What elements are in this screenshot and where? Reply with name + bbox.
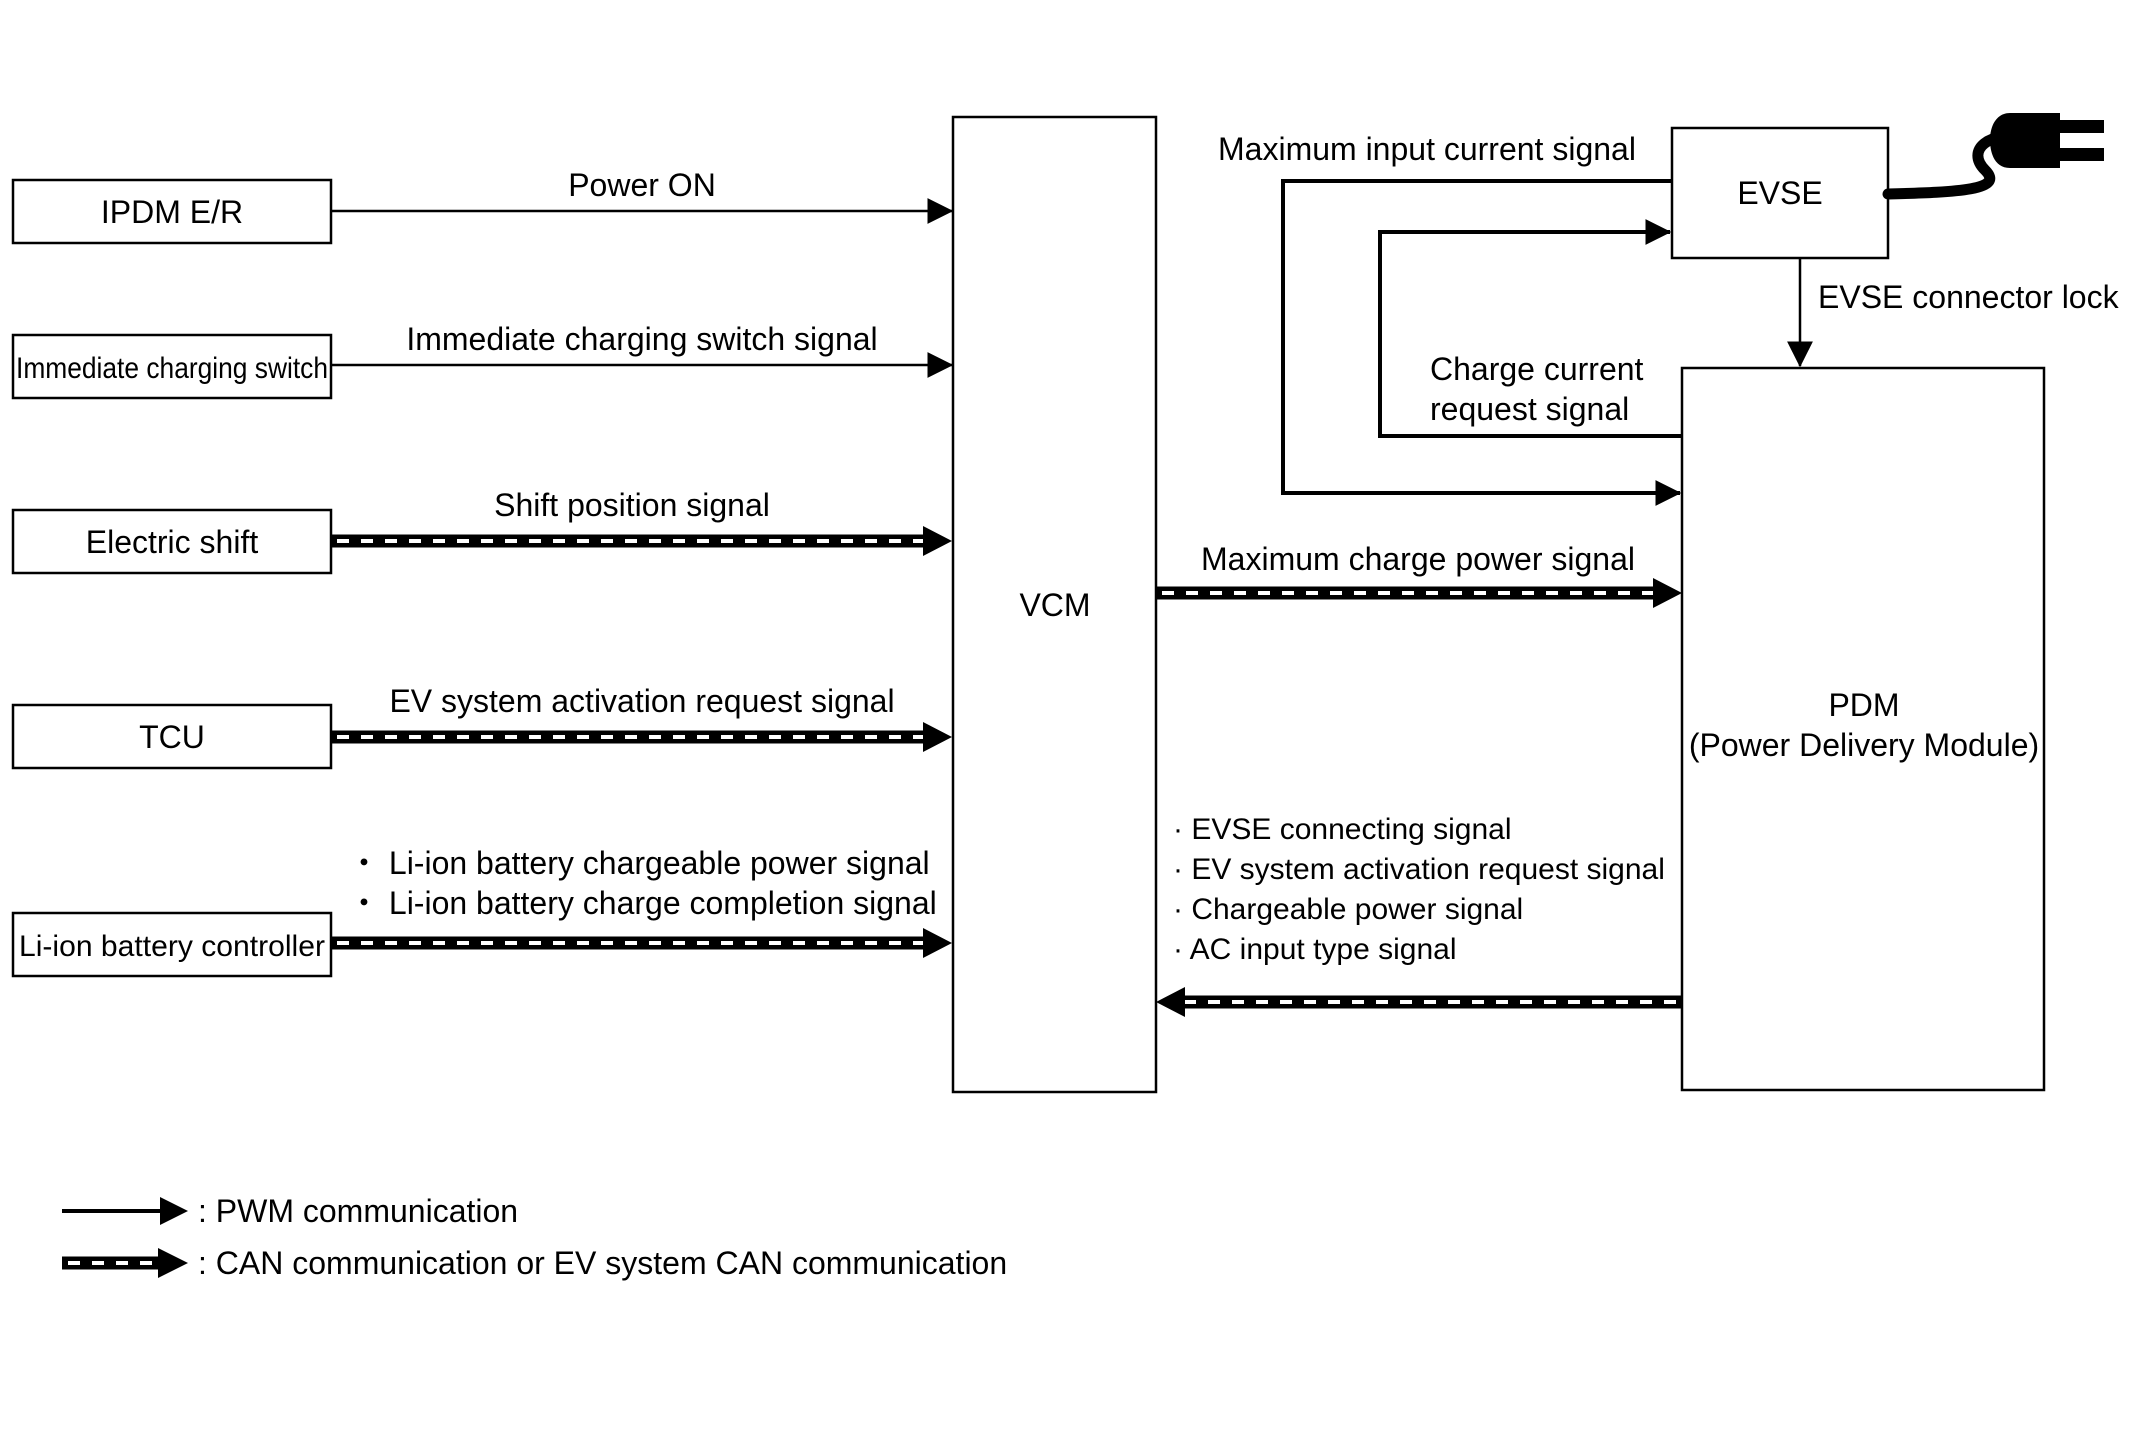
ev-activation-signal-arrow bbox=[331, 722, 952, 752]
ipdm-box: IPDM E/R bbox=[11, 178, 333, 245]
charge-current-request-label-line1: Charge current bbox=[1430, 351, 1644, 387]
shift-position-signal-label: Shift position signal bbox=[494, 487, 770, 523]
evse-label: EVSE bbox=[1737, 175, 1822, 211]
tcu-box: TCU bbox=[11, 703, 333, 770]
charge-current-request-signal-arrow bbox=[1378, 219, 1682, 438]
power-on-label: Power ON bbox=[568, 167, 716, 203]
charge-current-request-label-line2: request signal bbox=[1430, 391, 1629, 427]
legend-can-sample bbox=[62, 1248, 188, 1278]
evse-box: EVSE bbox=[1670, 126, 1890, 260]
legend: : PWM communication : CAN communication … bbox=[62, 1193, 1007, 1281]
pdm-box: PDM (Power Delivery Module) bbox=[1680, 366, 2046, 1092]
pdm-to-vcm-signal-arrow bbox=[1156, 987, 1682, 1017]
liion-signal-arrow bbox=[331, 928, 952, 958]
immediate-charging-switch-box: Immediate charging switch bbox=[11, 333, 333, 400]
immediate-charging-switch-signal-label: Immediate charging switch signal bbox=[406, 321, 877, 357]
pdm-signal-evse-connecting: · EVSE connecting signal bbox=[1173, 813, 1512, 846]
ev-activation-signal-label: EV system activation request signal bbox=[389, 683, 894, 719]
max-input-current-signal-arrow bbox=[1281, 179, 1682, 506]
pdm-label-line2: (Power Delivery Module) bbox=[1689, 727, 2039, 763]
pdm-signal-ev-activation: · EV system activation request signal bbox=[1173, 853, 1665, 886]
tcu-label: TCU bbox=[139, 719, 205, 755]
legend-pwm-sample bbox=[62, 1197, 188, 1225]
max-input-current-signal-label: Maximum input current signal bbox=[1218, 131, 1636, 167]
max-charge-power-signal-arrow bbox=[1156, 578, 1682, 608]
legend-pwm-label: : PWM communication bbox=[198, 1193, 518, 1229]
liion-battery-controller-label: Li-ion battery controller bbox=[19, 930, 325, 963]
electric-shift-label: Electric shift bbox=[86, 524, 259, 560]
pdm-signal-chargeable-power: · Chargeable power signal bbox=[1173, 893, 1523, 926]
vcm-label: VCM bbox=[1019, 587, 1090, 623]
pdm-signal-ac-input-type: · AC input type signal bbox=[1173, 933, 1457, 966]
liion-charge-completion-label: ・ Li-ion battery charge completion signa… bbox=[348, 885, 937, 921]
pdm-label-line1: PDM bbox=[1828, 687, 1899, 723]
max-charge-power-signal-label: Maximum charge power signal bbox=[1201, 541, 1635, 577]
vcm-box: VCM bbox=[951, 115, 1158, 1094]
liion-chargeable-power-label: ・ Li-ion battery chargeable power signal bbox=[348, 845, 930, 881]
evse-connector-lock-label: EVSE connector lock bbox=[1818, 279, 2120, 315]
electric-shift-box: Electric shift bbox=[11, 508, 333, 575]
plug-icon bbox=[1882, 113, 2104, 200]
shift-position-signal-arrow bbox=[331, 526, 952, 556]
immediate-charging-switch-label: Immediate charging switch bbox=[16, 352, 328, 385]
legend-can-label: : CAN communication or EV system CAN com… bbox=[198, 1245, 1007, 1281]
liion-battery-controller-box: Li-ion battery controller bbox=[11, 911, 333, 978]
ipdm-label: IPDM E/R bbox=[101, 194, 243, 230]
